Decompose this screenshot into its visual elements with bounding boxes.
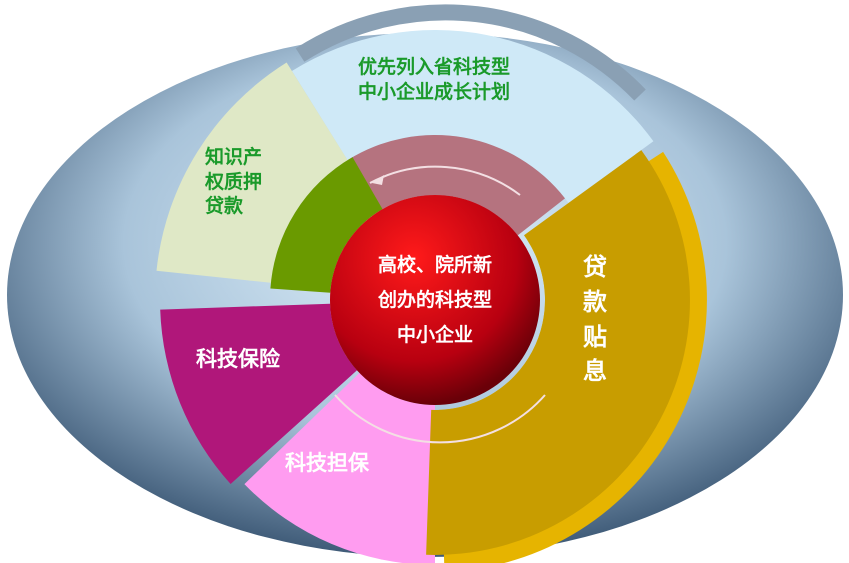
label-insurance: 科技保险 <box>196 347 280 371</box>
segment-insurance <box>160 303 357 484</box>
label-line: 款 <box>583 287 607 316</box>
label-top: 优先列入省科技型 中小企业成长计划 <box>358 55 510 104</box>
segment-ip-loan <box>156 62 348 283</box>
segment-guarantee <box>244 372 435 563</box>
label-line: 优先列入省科技型 <box>358 56 511 78</box>
segment-mauve-ring <box>347 135 565 236</box>
segment-green-ring <box>270 157 383 293</box>
label-line: 息 <box>583 357 607 386</box>
segment-top <box>291 29 654 203</box>
label-subsidy: 贷 款 贴 息 <box>583 250 607 389</box>
label-line: 贷 <box>583 253 607 281</box>
label-line: 贴 <box>583 322 607 351</box>
label-line: 知识产 <box>205 146 263 168</box>
label-line: 贷款 <box>205 195 244 218</box>
top-arc <box>295 4 646 101</box>
label-guarantee: 科技担保 <box>285 451 369 475</box>
label-line: 创办的科技型 <box>377 289 492 312</box>
arrow-head-icon <box>372 175 384 185</box>
label-ip-loan: 知识产 权质押 贷款 <box>205 145 262 219</box>
label-line: 中小企业成长计划 <box>358 80 511 103</box>
label-line: 高校、院所新 <box>377 254 492 276</box>
cycle-arrow-bottom <box>334 394 546 444</box>
label-line: 权质押 <box>205 170 263 193</box>
cycle-arrow-top <box>369 165 521 196</box>
segment-subsidy <box>426 150 690 555</box>
label-line: 中小企业 <box>396 324 473 347</box>
center-label: 高校、院所新 创办的科技型 中小企业 <box>355 248 515 353</box>
center-circle <box>330 195 540 405</box>
